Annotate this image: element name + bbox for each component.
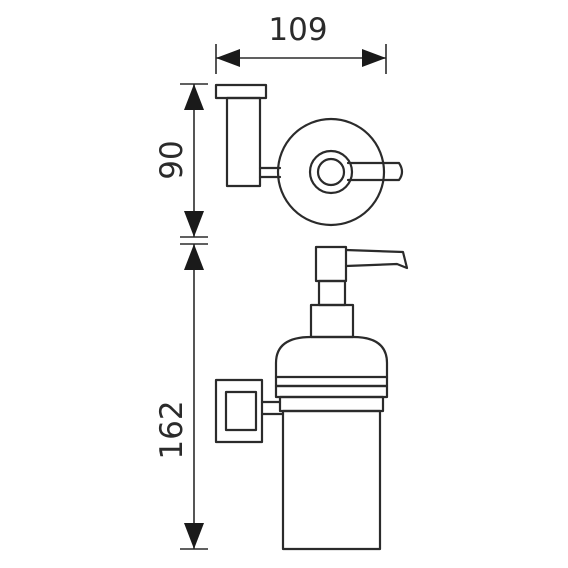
dispenser-arrow-bottom: [184, 523, 204, 549]
dispenser-arrow-top: [184, 244, 204, 270]
holder-front-view: [276, 117, 404, 227]
holder-arrow-bottom: [184, 211, 204, 237]
pump-collar: [309, 303, 355, 339]
width-dimension: 109: [215, 12, 387, 74]
holder-ring-arm: [346, 161, 404, 182]
dispenser-height-dimension: 162: [154, 243, 208, 550]
soap-dispenser: [214, 245, 409, 551]
holder-ring-inner: [316, 157, 346, 187]
dispenser-collar-ring: [274, 384, 389, 399]
dispenser-height-label: 162: [154, 400, 190, 459]
holder-height-label: 90: [154, 140, 190, 179]
holder-post: [225, 96, 262, 188]
pump-stem: [317, 279, 347, 307]
holder-height-dimension: 90: [154, 83, 208, 238]
wall-bracket-outer: [214, 378, 264, 444]
width-dimension-label: 109: [268, 12, 327, 48]
holder-wall-plate: [276, 117, 386, 227]
holder-side-view: [214, 83, 282, 188]
holder-arrow-top: [184, 84, 204, 110]
dispenser-glass-body: [281, 409, 382, 551]
dispenser-lid: [274, 335, 389, 388]
pump-head: [314, 245, 348, 283]
width-arrow-right: [362, 49, 386, 67]
wall-bracket-inner: [224, 390, 258, 432]
pump-spout: [344, 248, 409, 270]
width-arrow-left: [216, 49, 240, 67]
holder-ring-outer: [308, 149, 354, 195]
dispenser-collar-base: [278, 395, 385, 413]
holder-top-cap: [214, 83, 268, 100]
